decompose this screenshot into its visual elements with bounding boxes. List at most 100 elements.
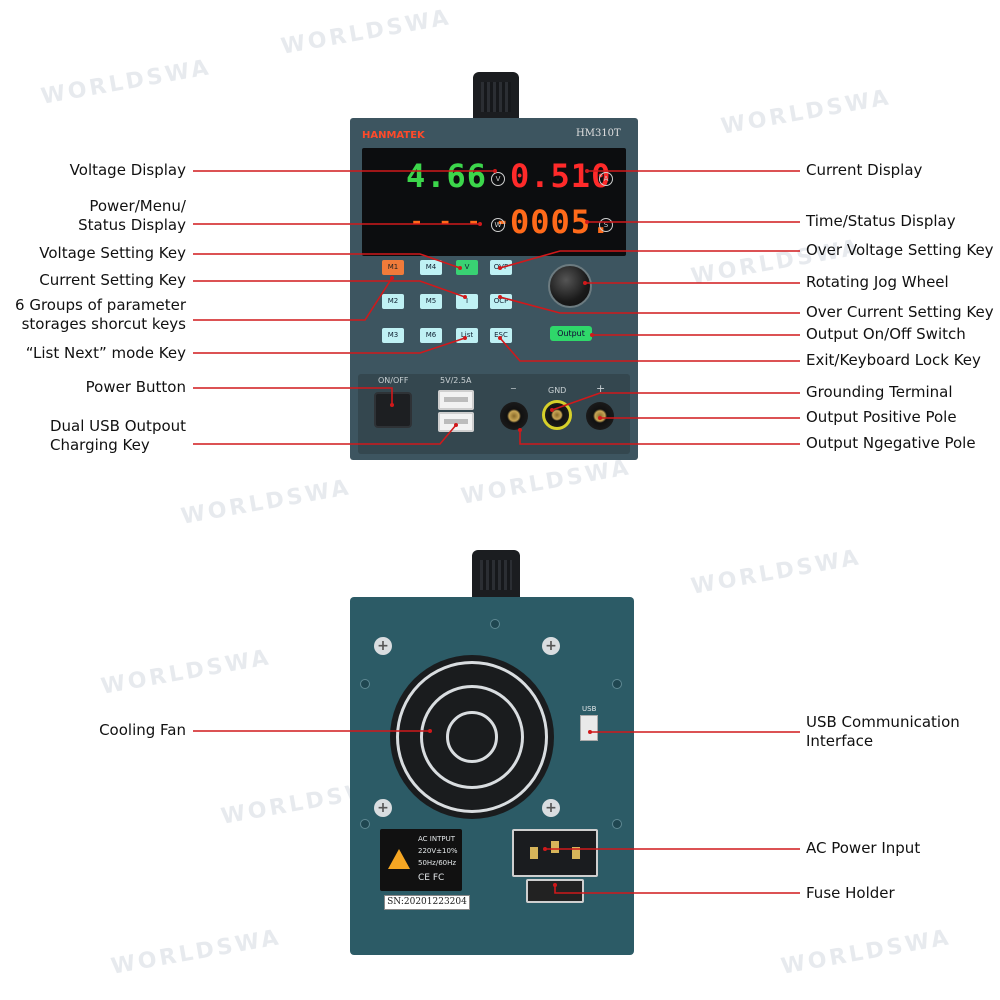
socket-pin: [551, 841, 559, 853]
label-voltage-display: Voltage Display: [69, 161, 186, 179]
key-m3[interactable]: M3: [382, 328, 404, 343]
label-dual-usb-line2: Charging Key: [50, 436, 150, 454]
socket-pin: [572, 847, 580, 859]
key-voltage[interactable]: V: [456, 260, 478, 275]
callout-over-voltage: [499, 250, 800, 269]
callout-dual-usb: [193, 424, 457, 445]
jog-wheel[interactable]: [548, 264, 592, 308]
model-label: HM310T: [576, 128, 621, 139]
callout-over-current-dot: [498, 295, 502, 299]
key-m4[interactable]: M4: [420, 260, 442, 275]
callout-ac-power-dot: [543, 847, 547, 851]
serial-number: SN:20201223204: [384, 895, 470, 910]
callout-grounding: [551, 392, 800, 411]
callout-time-status-dot: [585, 220, 589, 224]
panel-bolt: [360, 679, 370, 689]
callout-voltage-display-dot: [493, 169, 497, 173]
label-fuse: Fuse Holder: [806, 884, 895, 902]
frequency-line: 50Hz/60Hz: [418, 859, 457, 867]
callout-list-next: [193, 337, 466, 354]
usb-back-label: USB: [582, 705, 597, 713]
label-over-voltage: Over Voltage Setting Key: [806, 241, 994, 259]
label-usb-comm: USB Communication Interface: [806, 713, 960, 751]
callout-dual-usb-dot: [454, 423, 458, 427]
ce-fc-mark: CE FC: [418, 873, 445, 883]
usb-port-top[interactable]: [438, 390, 474, 410]
label-jog-wheel: Rotating Jog Wheel: [806, 273, 949, 291]
callout-current-setting: [193, 280, 466, 298]
label-list-next: “List Next” mode Key: [25, 344, 186, 362]
panel-bolt: [612, 679, 622, 689]
callout-list-next-dot: [463, 336, 467, 340]
label-over-current: Over Current Setting Key: [806, 303, 994, 321]
label-voltage-setting: Voltage Setting Key: [39, 244, 186, 262]
callout-fuse-dot: [553, 883, 557, 887]
key-m5[interactable]: M5: [420, 294, 442, 309]
screw-icon: +: [374, 799, 392, 817]
callout-voltage-setting-dot: [458, 266, 462, 270]
callout-output-switch-dot: [590, 333, 594, 337]
negative-terminal[interactable]: [500, 402, 528, 430]
display-screen: 4.66 V 0.510 A - - - - W 0005. S: [362, 148, 626, 256]
carry-handle-back: [472, 550, 520, 598]
callout-grounding-dot: [550, 408, 554, 412]
fan-grill-outer: [396, 661, 548, 813]
warning-sticker: AC INTPUT 220V±10% 50Hz/60Hz CE FC: [380, 829, 462, 891]
callout-usb-comm-dot: [588, 730, 592, 734]
unit-w-icon: W: [491, 218, 505, 232]
label-output-switch: Output On/Off Switch: [806, 325, 966, 343]
label-current-setting: Current Setting Key: [39, 271, 186, 289]
fan-grill-middle: [420, 685, 524, 789]
label-exit-lock: Exit/Keyboard Lock Key: [806, 351, 981, 369]
carry-handle: [473, 72, 519, 120]
warning-icon: [388, 849, 410, 869]
callout-exit-lock: [499, 337, 800, 362]
key-m1[interactable]: M1: [382, 260, 404, 275]
fan-grill-inner: [446, 711, 498, 763]
unit-v-icon: V: [491, 172, 505, 186]
label-dual-usb: Dual USB Outpout Charging Key: [50, 417, 186, 455]
socket-pin: [530, 847, 538, 859]
label-positive: Output Positive Pole: [806, 408, 957, 426]
output-button[interactable]: Output: [550, 326, 592, 341]
gnd-label: GND: [548, 386, 567, 395]
callout-over-voltage-dot: [498, 266, 502, 270]
panel-bolt: [360, 819, 370, 829]
key-m6[interactable]: M6: [420, 328, 442, 343]
current-display: 0.510: [510, 157, 612, 195]
callout-groups: [193, 277, 393, 321]
label-current-display: Current Display: [806, 161, 923, 179]
panel-bolt: [612, 819, 622, 829]
voltage-display: 4.66: [406, 157, 488, 195]
key-current[interactable]: I: [456, 294, 478, 309]
power-button[interactable]: [374, 392, 412, 428]
label-groups: 6 Groups of parameter storages shorcut k…: [15, 296, 186, 334]
callout-over-current: [499, 296, 800, 314]
label-negative: Output Ngegative Pole: [806, 434, 976, 452]
label-usb-comm-line2: Interface: [806, 732, 874, 750]
callout-current-display-dot: [585, 169, 589, 173]
label-cooling-fan: Cooling Fan: [99, 721, 186, 739]
plus-label: +: [596, 382, 606, 395]
unit-a-icon: A: [599, 172, 613, 186]
screw-icon: +: [374, 637, 392, 655]
callout-power-button: [193, 387, 393, 405]
ac-power-socket[interactable]: [512, 829, 598, 877]
label-dual-usb-line1: Dual USB Outpout: [50, 417, 187, 435]
usb-b-port[interactable]: [580, 715, 598, 741]
label-grounding: Grounding Terminal: [806, 383, 953, 401]
usb-port-bottom[interactable]: [438, 412, 474, 432]
callout-exit-lock-dot: [498, 336, 502, 340]
on-off-label: ON/OFF: [378, 376, 409, 385]
front-panel: HANMATEK HM310T 4.66 V 0.510 A - - - - W…: [350, 118, 638, 460]
key-m2[interactable]: M2: [382, 294, 404, 309]
callout-current-setting-dot: [463, 295, 467, 299]
brand-logo: HANMATEK: [362, 130, 425, 141]
unit-s-icon: S: [599, 218, 613, 232]
screw-icon: +: [542, 799, 560, 817]
key-ocp[interactable]: OCP: [490, 294, 512, 309]
callout-fuse: [554, 885, 800, 894]
label-groups-line1: 6 Groups of parameter: [15, 296, 186, 314]
key-esc[interactable]: ESC: [490, 328, 512, 343]
